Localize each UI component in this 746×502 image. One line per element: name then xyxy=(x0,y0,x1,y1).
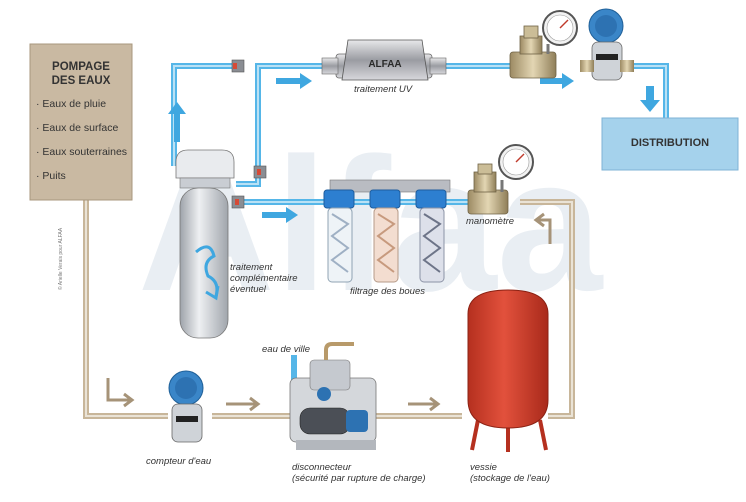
pipe-valves xyxy=(231,59,267,209)
uv-treatment-label: traitement UV xyxy=(354,84,413,95)
treated-flow-arrows xyxy=(168,73,660,223)
filter-cartridge-1 xyxy=(323,189,355,283)
top-pressure-reducer xyxy=(509,25,557,79)
source-item-2: · Eaux de surface xyxy=(36,122,119,134)
top-pressure-gauge xyxy=(542,10,578,46)
raw-flow-arrows xyxy=(106,212,552,412)
filter-cartridge-3 xyxy=(415,189,447,283)
source-title-line1: POMPAGE xyxy=(52,61,110,73)
water-source-list: · Eaux de pluie · Eaux de surface · Eaux… xyxy=(36,98,127,194)
vessel-label: vessie (stockage de l'eau) xyxy=(470,462,550,484)
bottom-water-meter xyxy=(168,370,204,443)
disconnector-label: disconnecteur (sécurité par rupture de c… xyxy=(292,462,426,484)
distribution-title: DISTRIBUTION xyxy=(630,137,710,149)
sediment-filters xyxy=(323,179,451,283)
source-item-1: · Eaux de pluie xyxy=(36,98,107,110)
softener-label: traitement complémentaire éventuel xyxy=(230,262,298,295)
illustration-credit: © Arielle Verais pour ALFAA xyxy=(58,227,64,290)
filters-label: filtrage des boues xyxy=(350,286,425,297)
distribution-box xyxy=(601,117,739,171)
filter-cartridge-2 xyxy=(369,189,401,283)
pressure-gauge xyxy=(498,144,534,180)
source-title-line2: DES EAUX xyxy=(51,75,111,87)
source-item-4: · Puits xyxy=(36,170,66,182)
source-box-title: POMPAGE DES EAUX xyxy=(30,60,132,88)
city-water-label: eau de ville xyxy=(262,344,311,355)
source-box xyxy=(29,43,133,201)
meter-label: compteur d'eau xyxy=(146,456,212,467)
pressure-reducer xyxy=(467,163,509,215)
gauge-label: manomètre xyxy=(466,216,515,227)
disconnector-pump xyxy=(289,342,377,450)
source-item-3: · Eaux souterraines xyxy=(36,146,128,158)
uv-brand: ALFAA xyxy=(368,59,401,70)
softener-tank xyxy=(175,149,235,339)
uv-reactor: ALFAA xyxy=(321,39,447,81)
top-water-meter xyxy=(580,8,634,81)
expansion-vessel xyxy=(467,289,549,452)
